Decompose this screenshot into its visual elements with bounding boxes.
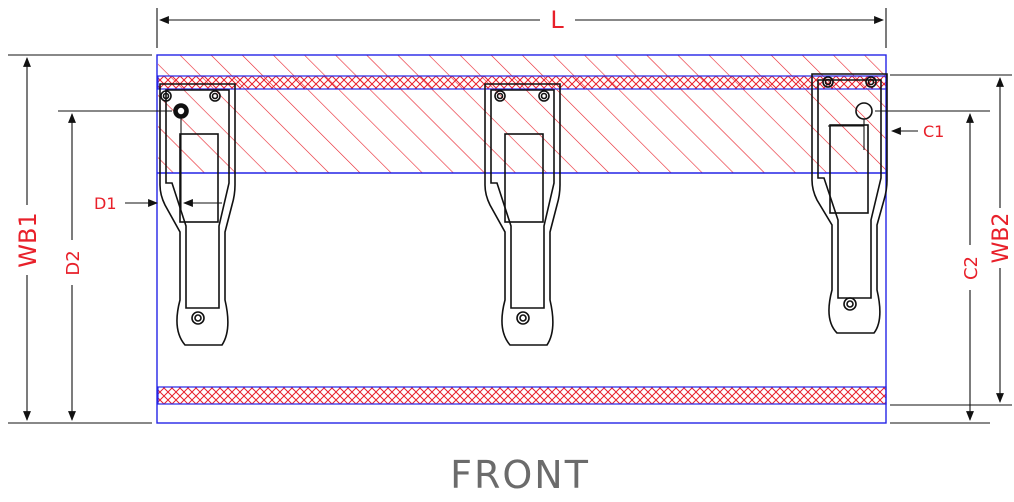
bracket-middle <box>484 83 561 346</box>
frame-outline <box>156 54 887 424</box>
dim-label-wb1: WB1 <box>14 212 42 267</box>
dimension-lines <box>8 8 1012 424</box>
dim-label-c1: C1 <box>923 122 944 141</box>
dim-label-l: L <box>550 6 564 34</box>
top-rail <box>157 75 887 90</box>
view-caption: FRONT <box>450 453 590 497</box>
dim-label-d1: D1 <box>94 194 117 213</box>
bottom-rail <box>157 386 887 405</box>
dim-label-d2: D2 <box>63 250 84 275</box>
dim-label-wb2: WB2 <box>989 213 1014 264</box>
top-hatched-zone <box>158 55 886 173</box>
dim-label-c2: C2 <box>961 256 982 280</box>
